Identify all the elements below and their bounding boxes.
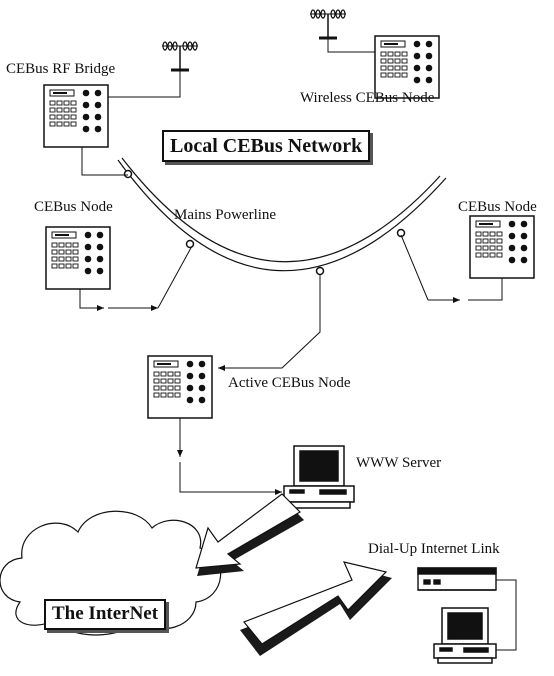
left-node-label: CEBus Node (34, 199, 113, 215)
powerline-taps (123, 169, 406, 276)
dialup-computer (433, 607, 497, 664)
active-node-links (177, 274, 321, 495)
wireless-node-device (374, 35, 440, 99)
outbound-arrow (240, 561, 392, 656)
mains-powerline (117, 157, 447, 272)
active-node-device (147, 355, 213, 419)
internet-title: The InterNet (44, 599, 167, 630)
rf-bridge-links (81, 70, 181, 176)
active-node-label: Active CEBus Node (228, 375, 351, 391)
wireless-node-antenna (308, 8, 348, 40)
dialup-link (496, 579, 517, 651)
mains-powerline-label: Mains Powerline (174, 207, 277, 223)
right-node-label: CEBus Node (458, 199, 537, 215)
wireless-node-label: Wireless CEBus Node (300, 90, 435, 106)
www-server-label: WWW Server (356, 455, 442, 471)
wireless-node-link (327, 38, 375, 53)
rf-bridge-antenna (160, 40, 200, 72)
inbound-arrow (195, 493, 304, 576)
local-network-title: Local CEBus Network (162, 130, 371, 162)
www-server-computer (283, 445, 355, 509)
left-node-links (79, 245, 193, 311)
right-node-links (400, 234, 503, 303)
rf-bridge-device (43, 84, 109, 148)
right-node-device (469, 215, 535, 279)
dialup-modem (417, 567, 497, 591)
rf-bridge-label: CEBus RF Bridge (6, 61, 116, 77)
left-node-device (45, 226, 111, 290)
dialup-label: Dial-Up Internet Link (368, 541, 500, 557)
